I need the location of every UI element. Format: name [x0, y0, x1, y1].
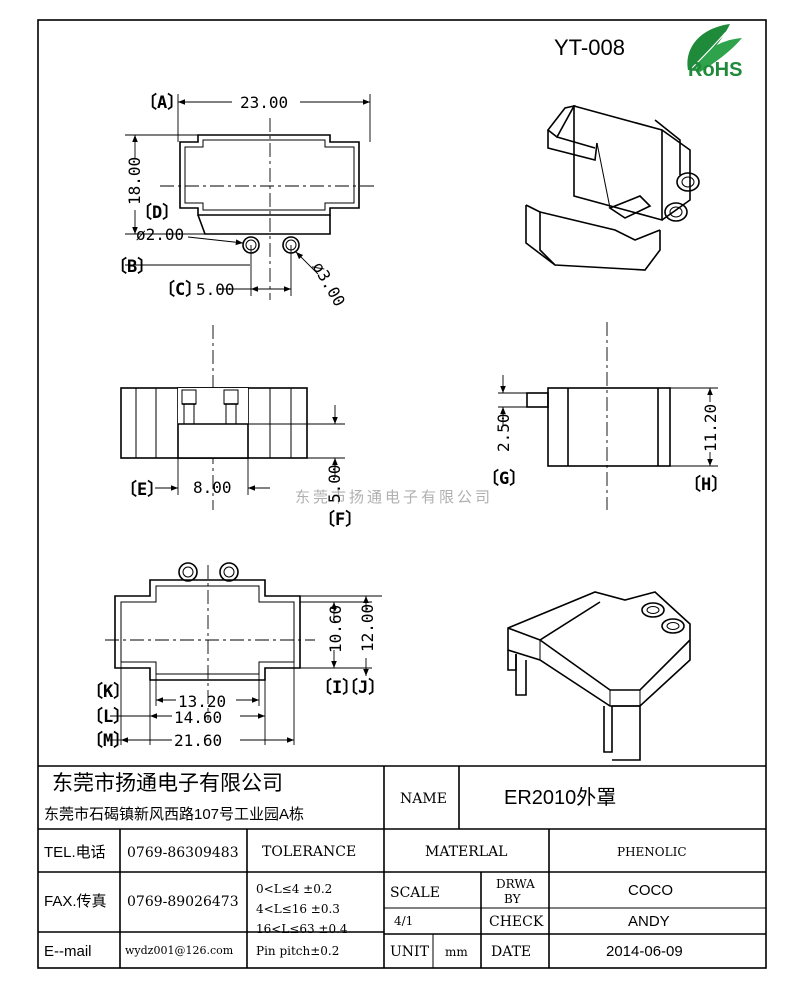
label-h: 〔H〕 [684, 474, 728, 495]
label-b: 〔B〕 [110, 256, 154, 277]
top-view: 〔A〕 23.00 18.00 〔D〕 ø2.00 〔B〕 〔C〕 5.00 ø… [110, 92, 375, 310]
date-label: DATE [491, 944, 531, 960]
pin-loop-left [178, 562, 198, 582]
dim-l: 14.60 [174, 708, 222, 727]
email-value: wydz001@126.com [125, 944, 234, 957]
dim-a: 23.00 [240, 93, 288, 112]
label-m: 〔M〕 [86, 730, 130, 751]
label-i: 〔I〕 [315, 677, 359, 698]
email-label: E--mail [44, 943, 92, 960]
pin-loop-right [219, 562, 239, 582]
isometric-view-bottom [507, 591, 691, 761]
tolerance-row-4: Pin pitch±0.2 [256, 944, 339, 958]
title-block: 东莞市扬通电子有限公司 东莞市石碣镇新风西路107号工业园A栋 NAME ER2… [38, 765, 766, 968]
scale-label: SCALE [390, 885, 440, 901]
dim-g: 2.50 [494, 413, 513, 452]
label-j: 〔J〕 [341, 677, 385, 698]
dim-e: 8.00 [193, 478, 232, 497]
side-view: 2.50 〔G〕 11.20 〔H〕 [482, 322, 728, 510]
label-a: 〔A〕 [140, 92, 184, 113]
sheet-border [37, 19, 767, 969]
label-g: 〔G〕 [482, 468, 526, 489]
dim-d: ø2.00 [136, 225, 184, 244]
drawn-label-1: DRWA [496, 877, 535, 891]
company-name: 东莞市扬通电子有限公司 [52, 771, 283, 795]
drawn-value: COCO [628, 882, 673, 899]
label-d: 〔D〕 [135, 202, 179, 223]
tolerance-row-1: 0<L≤4 ±0.2 [256, 882, 332, 896]
tolerance-row-2: 4<L≤16 ±0.3 [256, 902, 340, 916]
dim-f: 5.00 [325, 464, 344, 503]
rohs-logo: RoHS [687, 24, 742, 81]
dim-h: 11.20 [701, 404, 720, 452]
dim-height: 18.00 [125, 157, 144, 205]
dim-m: 21.60 [174, 731, 222, 750]
watermark: 东莞市扬通电子有限公司 [295, 488, 493, 506]
date-value: 2014-06-09 [606, 943, 683, 960]
label-f: 〔F〕 [318, 509, 362, 530]
material-value: PHENOLIC [617, 845, 687, 859]
name-value: ER2010外罩 [504, 786, 616, 809]
tel-value: 0769-86309483 [127, 845, 239, 861]
label-c: 〔C〕 [158, 279, 202, 300]
material-label: MATERLAL [425, 844, 507, 860]
name-label: NAME [400, 791, 447, 807]
check-value: ANDY [628, 913, 670, 930]
unit-label: UNIT [390, 944, 430, 960]
company-address: 东莞市石碣镇新风西路107号工业园A栋 [44, 805, 304, 823]
fax-label: FAX.传真 [44, 892, 107, 910]
bottom-view-outline [114, 579, 301, 681]
label-k: 〔K〕 [86, 681, 130, 702]
label-l: 〔L〕 [86, 706, 130, 727]
tolerance-label: TOLERANCE [262, 844, 356, 860]
front-view: 〔E〕 8.00 5.00 〔F〕 [120, 325, 362, 530]
drawn-label-2: BY [504, 892, 522, 906]
tolerance-row-3: 16<L≤63 ±0.4 [256, 922, 348, 936]
side-view-body [547, 387, 671, 467]
dim-k: 13.20 [178, 692, 226, 711]
dim-hole: ø3.00 [309, 259, 350, 310]
part-number: YT-008 [554, 35, 625, 60]
fax-value: 0769-89026473 [127, 894, 239, 910]
bottom-view: 10.60 12.00 〔I〕 〔J〕 〔K〕 13.20 〔L〕 14.60 … [86, 562, 385, 751]
label-e: 〔E〕 [120, 479, 164, 500]
dim-c: 5.00 [196, 280, 235, 299]
dim-i: 10.60 [326, 605, 345, 653]
isometric-view-top [525, 104, 700, 271]
check-label: CHECK [489, 914, 544, 930]
unit-value: mm [445, 945, 468, 959]
tel-label: TEL.电话 [44, 844, 106, 861]
scale-value: 4/1 [394, 914, 413, 928]
dim-j: 12.00 [358, 604, 377, 652]
rohs-text: RoHS [688, 59, 742, 81]
